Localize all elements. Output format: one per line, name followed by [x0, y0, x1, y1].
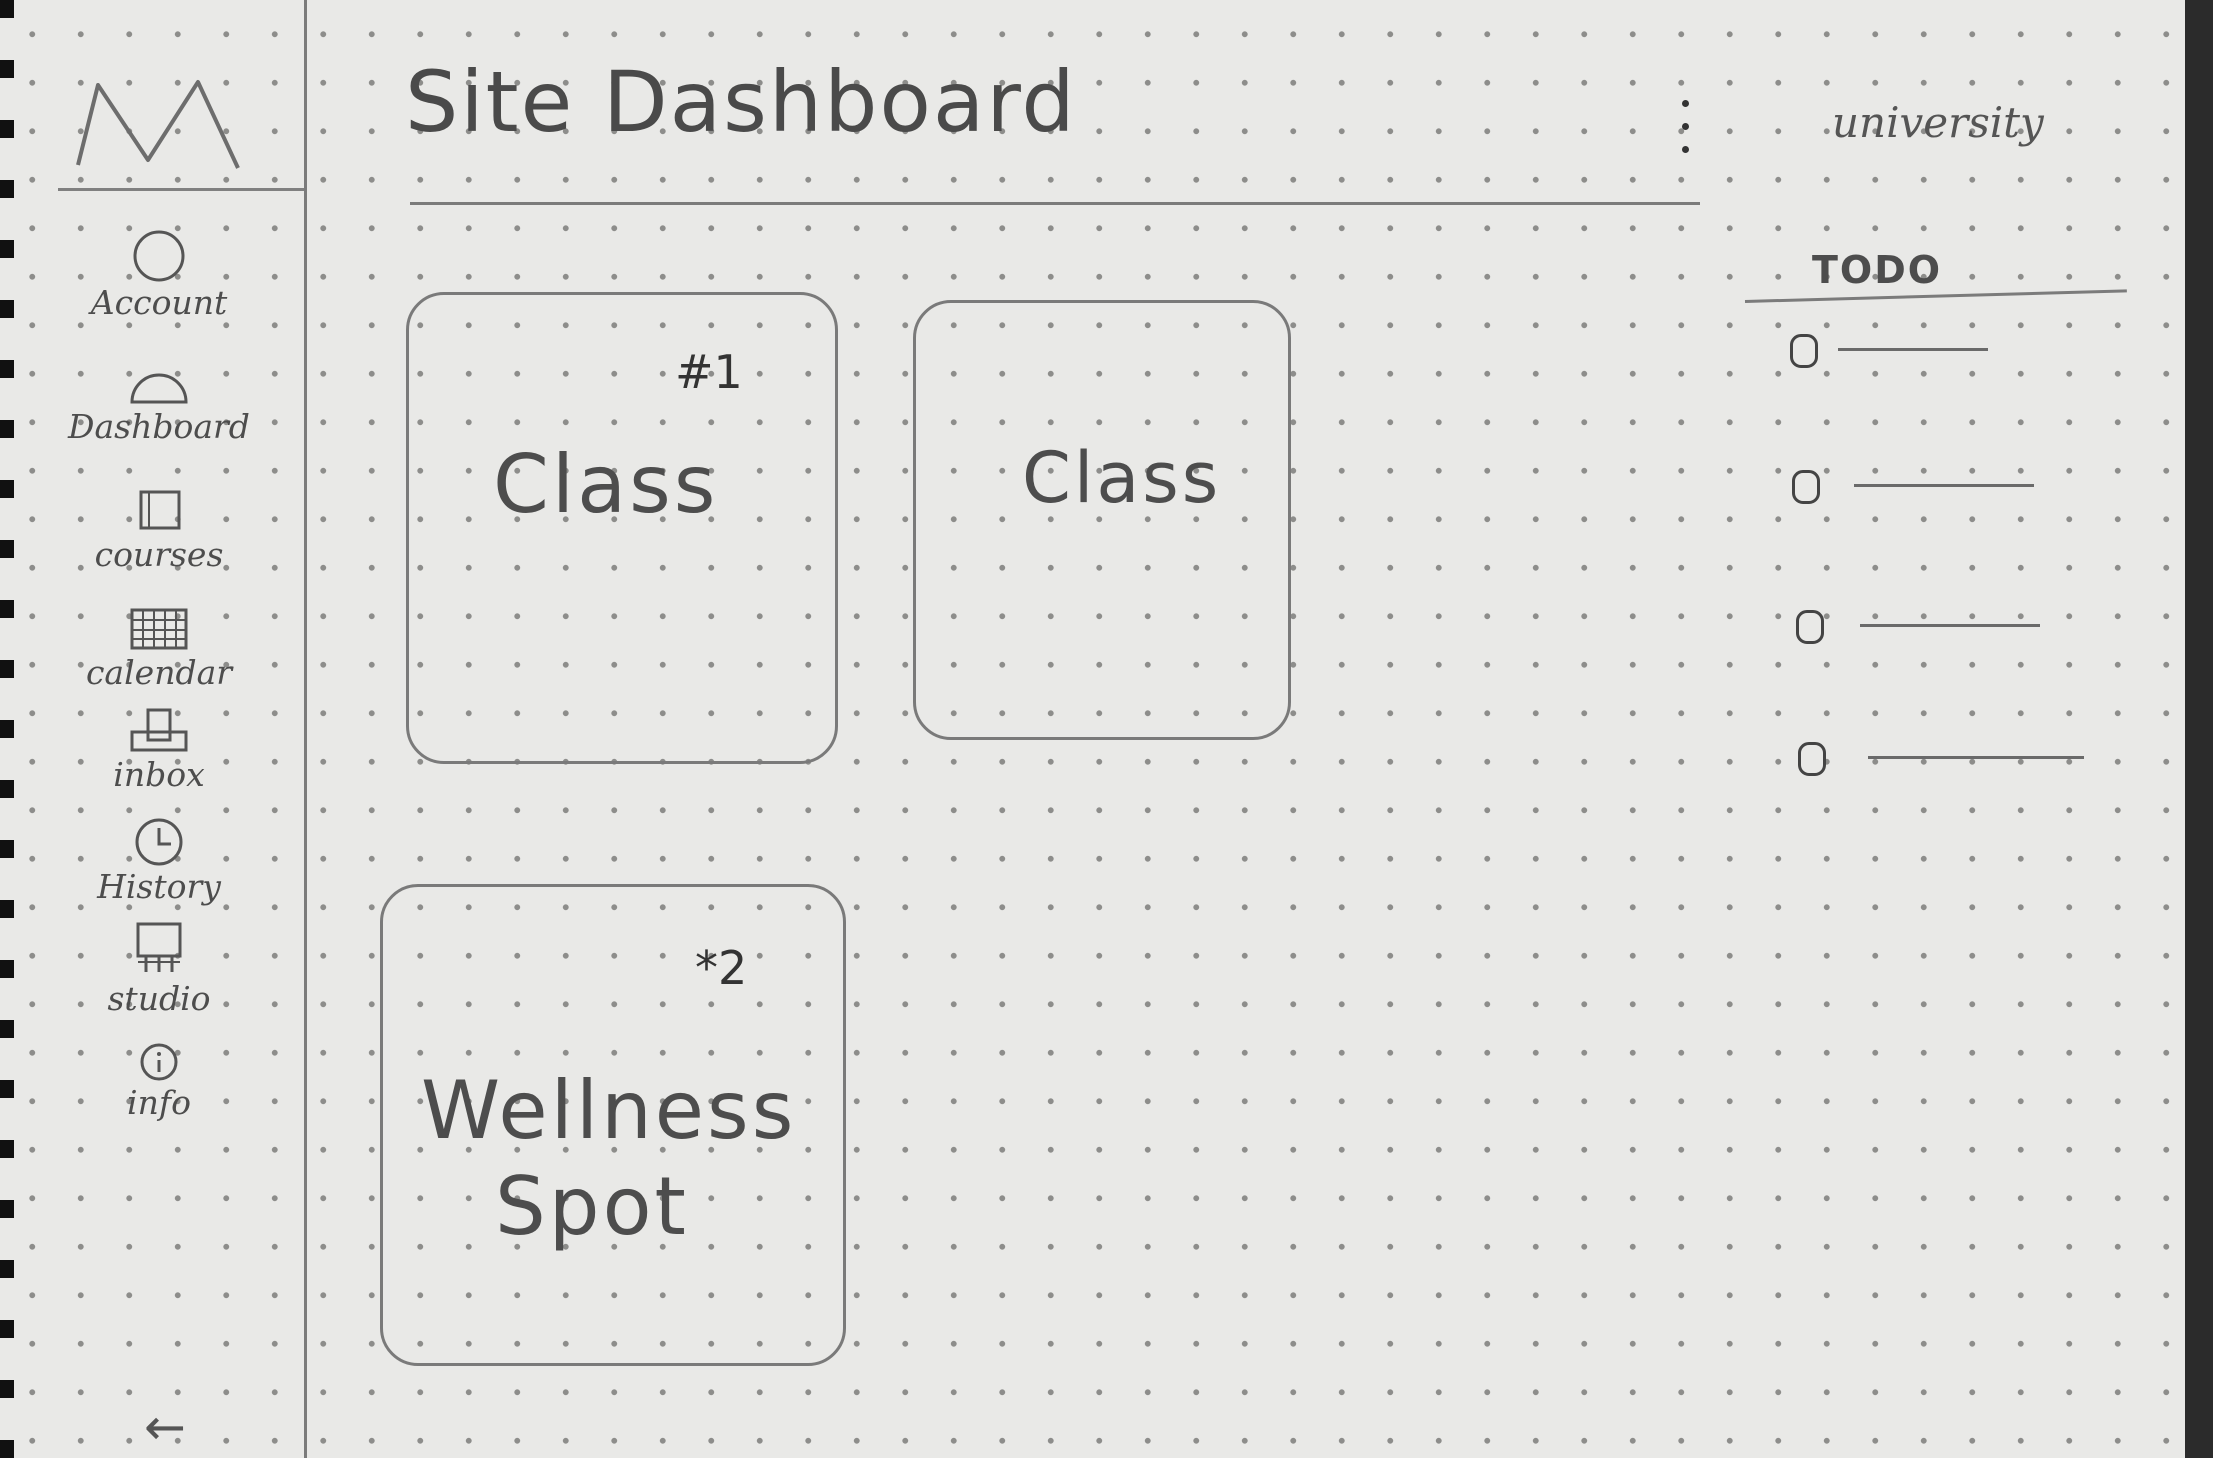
account-circle-icon [133, 230, 185, 282]
sidebar-item-history[interactable]: History [14, 816, 304, 926]
logo-m-icon [76, 80, 240, 169]
todo-item[interactable] [1790, 330, 2110, 370]
sidebar-item-dashboard[interactable]: Dashboard [14, 368, 304, 478]
card-badge: *2 [695, 941, 748, 995]
card-title-line2: Spot [495, 1160, 689, 1253]
sidebar-item-label: info [127, 1083, 191, 1122]
sidebar-item-label: courses [94, 535, 224, 574]
logo-divider [58, 188, 304, 191]
studio-screen-icon [136, 922, 182, 972]
card-badge: #1 [675, 345, 743, 399]
sidebar-item-info[interactable]: info [14, 1040, 304, 1150]
todo-placeholder-line [1838, 348, 1988, 351]
todo-title: TODO [1812, 248, 1943, 292]
sidebar-item-label: studio [107, 979, 211, 1018]
todo-checkbox[interactable] [1798, 742, 1826, 776]
sidebar-item-label: History [97, 867, 221, 906]
todo-item[interactable] [1796, 606, 2116, 646]
sidebar-item-studio[interactable]: studio [14, 920, 304, 1030]
sidebar-item-label: Dashboard [68, 407, 250, 446]
sidebar-item-inbox[interactable]: inbox [14, 706, 304, 816]
class-card-2[interactable]: Class [913, 300, 1291, 740]
courses-book-icon [139, 490, 181, 530]
todo-placeholder-line [1868, 756, 2084, 759]
org-name: university [1832, 98, 2044, 147]
dashboard-gauge-icon [130, 373, 188, 404]
more-options-icon[interactable] [1678, 100, 1692, 180]
app-logo[interactable] [58, 60, 258, 180]
sidebar-item-calendar[interactable]: calendar [14, 604, 304, 714]
collapse-sidebar-icon[interactable]: ← [144, 1398, 186, 1456]
page-title: Site Dashboard [405, 53, 1077, 151]
todo-placeholder-line [1860, 624, 2040, 627]
sidebar-item-label: calendar [85, 653, 233, 692]
notebook-spiral [0, 0, 14, 1458]
calendar-grid-icon [130, 608, 188, 650]
todo-checkbox[interactable] [1792, 470, 1820, 504]
sidebar-item-account[interactable]: Account [14, 228, 304, 338]
sidebar-nav: Account Dashboard courses [14, 0, 307, 1458]
card-title: Class [1022, 437, 1222, 519]
todo-checkbox[interactable] [1796, 610, 1824, 644]
todo-item[interactable] [1792, 466, 2112, 506]
todo-item[interactable] [1798, 738, 2118, 778]
todo-checkbox[interactable] [1790, 334, 1818, 368]
card-title-line1: Wellness [421, 1064, 797, 1157]
wellness-spot-card[interactable]: *2 Wellness Spot [380, 884, 846, 1366]
sidebar-item-courses[interactable]: courses [14, 486, 304, 596]
class-card-1[interactable]: #1 Class [406, 292, 838, 764]
card-title: Class [493, 438, 719, 531]
history-clock-icon [135, 818, 183, 866]
inbox-tray-icon [130, 708, 188, 752]
sidebar-item-label: inbox [113, 755, 205, 794]
header-divider [410, 202, 1700, 205]
info-circle-icon [140, 1043, 178, 1081]
sidebar-item-label: Account [90, 283, 228, 322]
todo-placeholder-line [1854, 484, 2034, 487]
